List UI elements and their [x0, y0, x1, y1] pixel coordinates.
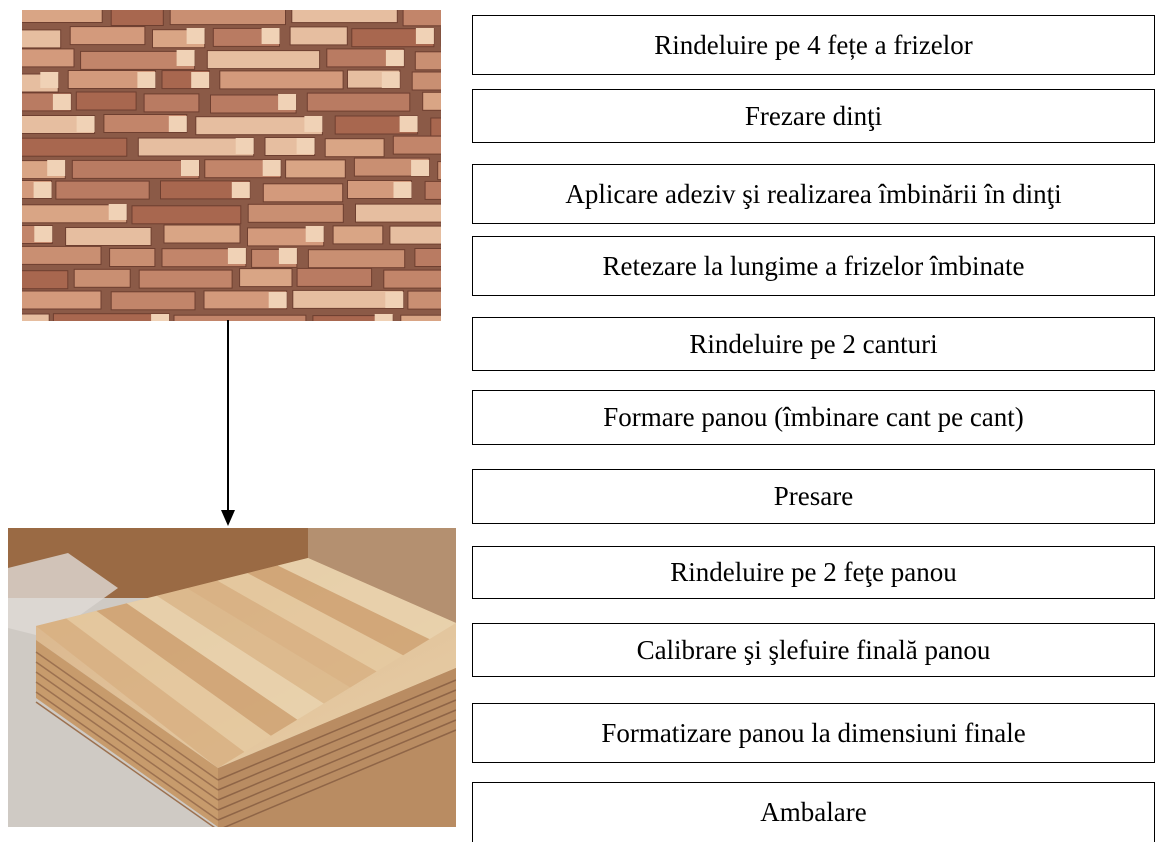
step-box: Calibrare şi şlefuire finală panou [472, 623, 1155, 677]
step-box: Rindeluire pe 2 canturi [472, 317, 1155, 371]
step-box: Rindeluire pe 4 fețe a frizelor [472, 15, 1155, 75]
step-box: Ambalare [472, 782, 1155, 842]
step-box: Presare [472, 469, 1155, 524]
step-box: Retezare la lungime a frizelor îmbinate [472, 236, 1155, 296]
down-arrow-icon [221, 320, 235, 526]
step-box: Formatizare panou la dimensiuni finale [472, 703, 1155, 763]
finished-panel-photo [8, 528, 456, 827]
step-box: Formare panou (îmbinare cant pe cant) [472, 390, 1155, 445]
step-box: Rindeluire pe 2 feţe panou [472, 546, 1155, 599]
step-box: Frezare dinţi [472, 89, 1155, 143]
stacked-wood-friezes-photo [22, 10, 441, 321]
step-box: Aplicare adeziv şi realizarea îmbinării … [472, 164, 1155, 224]
